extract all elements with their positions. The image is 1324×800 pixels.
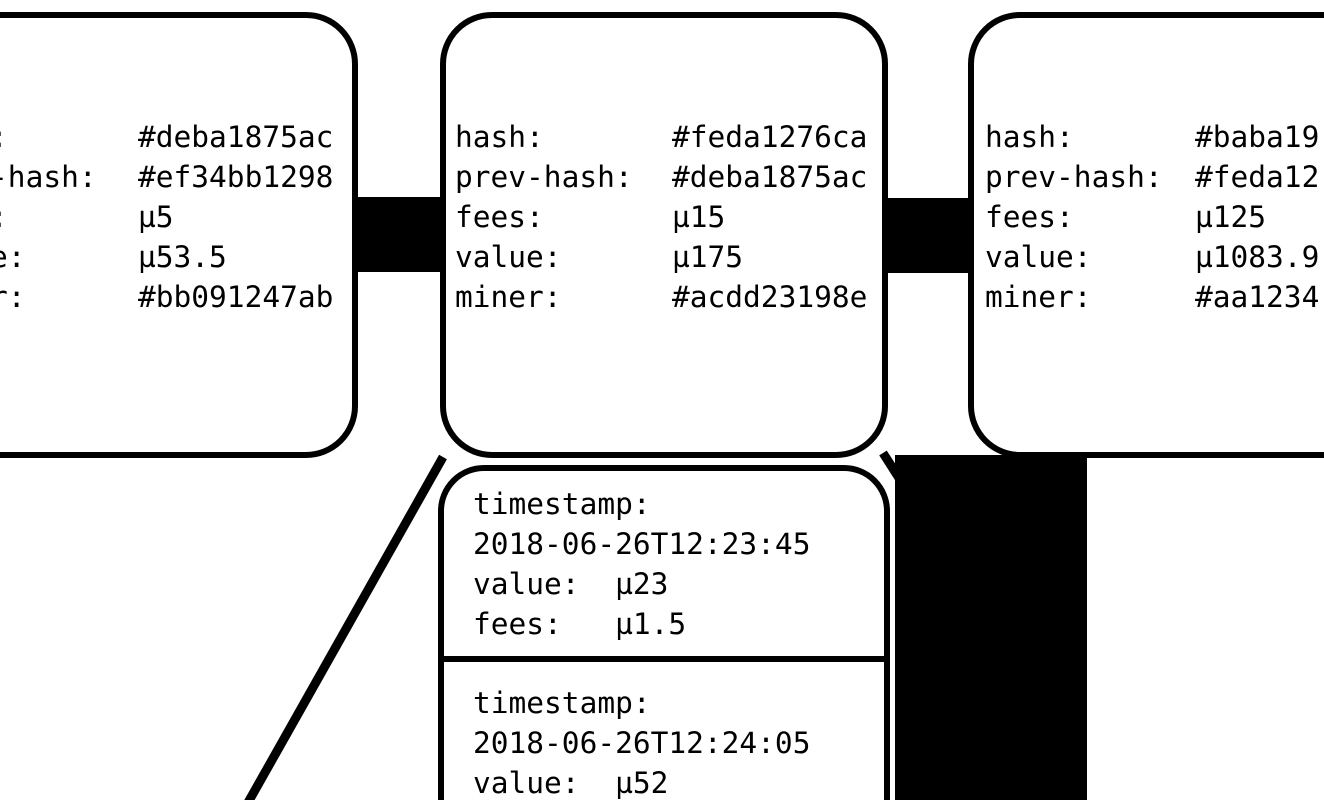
- edge-block2-transactions-left: [244, 454, 447, 800]
- block-field-row: miner: #bb091247ab: [0, 277, 652, 317]
- field-label: fees:: [985, 200, 1074, 234]
- field-label: hash:: [985, 120, 1074, 154]
- field-label: value:: [455, 240, 562, 274]
- field-label: fees:: [455, 200, 544, 234]
- block-node-1: hash:#deba1875ac prev-hash: #ef34bb1298 f…: [0, 12, 358, 458]
- block-2-fields: hash: #feda1276ca prev-hash: #deba1875ac f…: [455, 117, 1182, 317]
- block-field-row: value: µ53.5: [0, 237, 652, 277]
- block-field-row: prev-hash: #deba1875ac: [455, 157, 1182, 197]
- tx-timestamp-label: timestamp:: [473, 686, 651, 720]
- field-label: miner:: [0, 280, 26, 314]
- tx-timestamp-label: timestamp:: [473, 487, 651, 521]
- block-field-row: miner: #aa1234: [985, 277, 1324, 317]
- field-value: #bb091247ab: [138, 280, 334, 314]
- field-value: #feda12: [1195, 160, 1320, 194]
- field-label: miner:: [985, 280, 1092, 314]
- field-value: #deba1875ac: [138, 120, 334, 154]
- block-node-2: hash: #feda1276ca prev-hash: #deba1875ac f…: [440, 12, 888, 458]
- field-label: miner:: [455, 280, 562, 314]
- field-label: hash:: [0, 117, 138, 157]
- transaction-divider: [444, 656, 884, 662]
- transaction-entry-2: timestamp: 2018-06-26T12:24:05 value: µ5…: [444, 662, 884, 800]
- field-value: #ef34bb1298: [138, 160, 334, 194]
- field-label: hash:: [455, 120, 544, 154]
- field-label: value:: [985, 240, 1092, 274]
- connector-block2-block3: [883, 198, 970, 273]
- block-field-row: fees: µ125: [985, 197, 1324, 237]
- field-label: value:: [0, 240, 26, 274]
- field-value: µ175: [672, 240, 744, 274]
- field-value: µ15: [672, 200, 726, 234]
- field-value: #acdd23198e: [672, 280, 868, 314]
- transactions-box: timestamp: 2018-06-26T12:23:45 value: µ2…: [438, 465, 890, 800]
- field-value: #aa1234: [1195, 280, 1320, 314]
- block-field-row: value: µ175: [455, 237, 1182, 277]
- block-field-row: fees:µ5: [0, 197, 652, 237]
- field-value: #feda1276ca: [672, 120, 868, 154]
- connector-block1-block2: [353, 197, 444, 272]
- block-field-row: hash: #baba19: [985, 117, 1324, 157]
- field-label: prev-hash:: [985, 160, 1163, 194]
- tx-fees-line: fees: µ1.5: [473, 607, 687, 641]
- field-value: µ5: [138, 200, 174, 234]
- block-3-fields: hash: #baba19 prev-hash: #feda12 fees: µ125…: [985, 117, 1324, 317]
- tx-timestamp-value: 2018-06-26T12:24:05: [473, 726, 811, 760]
- field-value: µ125: [1195, 200, 1267, 234]
- block-field-row: hash:#deba1875ac: [0, 117, 652, 157]
- field-value: µ53.5: [138, 240, 227, 274]
- block-field-row: value: µ1083.9: [985, 237, 1324, 277]
- block-field-row: prev-hash: #ef34bb1298: [0, 157, 652, 197]
- tx-value-line: value: µ23: [473, 567, 669, 601]
- field-label: prev-hash:: [455, 160, 633, 194]
- connector-block3-transactions-rect: [895, 455, 1087, 800]
- block-field-row: hash: #feda1276ca: [455, 117, 1182, 157]
- field-value: #baba19: [1195, 120, 1320, 154]
- field-label: fees:: [0, 197, 138, 237]
- block-node-3: hash: #baba19 prev-hash: #feda12 fees: µ125…: [968, 12, 1324, 458]
- field-value: µ1083.9: [1195, 240, 1320, 274]
- block-field-row: fees: µ15: [455, 197, 1182, 237]
- block-field-row: prev-hash: #feda12: [985, 157, 1324, 197]
- tx-timestamp-value: 2018-06-26T12:23:45: [473, 527, 811, 561]
- field-label: prev-hash:: [0, 160, 97, 194]
- tx-value-line: value: µ52: [473, 766, 669, 800]
- block-field-row: miner: #acdd23198e: [455, 277, 1182, 317]
- block-1-fields: hash:#deba1875ac prev-hash:#ef34bb1298 f…: [0, 117, 652, 317]
- field-value: #deba1875ac: [672, 160, 868, 194]
- transaction-entry-1: timestamp: 2018-06-26T12:23:45 value: µ2…: [444, 471, 884, 656]
